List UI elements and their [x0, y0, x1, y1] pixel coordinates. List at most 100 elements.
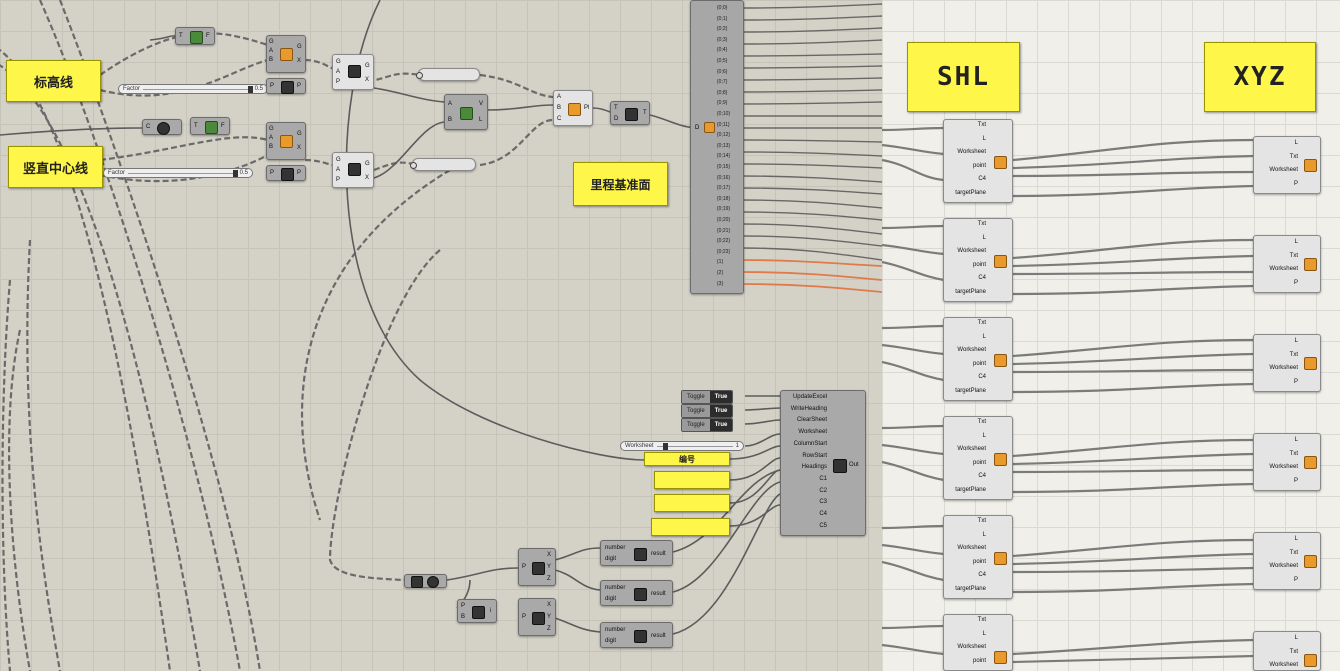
excel-icon — [833, 459, 847, 473]
toggle-update-excel[interactable]: Toggle True — [681, 390, 734, 404]
panel-elevation-line[interactable]: 标高线 — [6, 60, 101, 102]
xyz-input-port: Txt — [1289, 252, 1298, 259]
node-list-item[interactable] — [404, 574, 447, 588]
factor-slider-2[interactable]: Factor 0.5 — [103, 168, 253, 178]
node-eval-1[interactable]: P P — [266, 78, 306, 94]
toggle-label: Toggle — [682, 419, 710, 431]
xyz-input-port: Worksheet — [1269, 563, 1298, 569]
port-digit: digit — [605, 556, 617, 562]
port-x-out: X — [297, 58, 302, 64]
list-row: {0;20} — [717, 217, 731, 223]
node-sort[interactable]: P B i — [457, 599, 497, 623]
evaluate-dark-icon — [281, 81, 294, 94]
panel-shl-text: SHL — [937, 62, 990, 92]
node-geometry-1[interactable] — [416, 68, 480, 81]
port-z-out: Z — [547, 576, 551, 582]
slider-grip[interactable] — [248, 85, 254, 93]
toggle-clear-sheet[interactable]: Toggle True — [681, 418, 734, 432]
xyz-input-port: Txt — [1289, 648, 1298, 655]
shl-input-port: L — [982, 333, 986, 340]
panel-header-x[interactable] — [654, 471, 730, 489]
node-flip-plane[interactable]: T D T — [610, 101, 650, 125]
port-x-out: X — [547, 552, 552, 558]
slider-grip[interactable] — [233, 169, 239, 177]
shl-input-port: L — [982, 630, 986, 637]
node-geometry-2[interactable] — [410, 158, 476, 171]
panel-shl[interactable]: SHL — [907, 42, 1020, 112]
node-format-1[interactable]: number digit result — [600, 540, 673, 566]
port-b: B — [269, 144, 274, 150]
port-p: P — [336, 177, 341, 183]
data-list-node[interactable]: D {0;0}{0;1}{0;2}{0;3}{0;4}{0;5}{0;6}{0;… — [690, 0, 744, 294]
node-deconstruct-2[interactable]: P X Y Z — [518, 598, 556, 636]
shl-input-port: Txt — [977, 518, 986, 524]
node-deconstruct-1[interactable]: P X Y Z — [518, 548, 556, 586]
port-a: A — [269, 135, 274, 141]
toggle-value[interactable]: True — [709, 405, 733, 417]
port-p: P — [522, 614, 527, 620]
node-eval-2[interactable]: P P — [266, 165, 306, 181]
excel-input-port: Headings — [801, 464, 827, 471]
panel-header-z[interactable] — [651, 518, 730, 536]
xyz-input-port: Worksheet — [1269, 266, 1298, 272]
node-format-3[interactable]: number digit result — [600, 622, 673, 648]
xyz-input-port: P — [1293, 180, 1298, 187]
panel-xyz[interactable]: XYZ — [1204, 42, 1316, 112]
excel-input-port: Worksheet — [798, 429, 827, 436]
toggle-value[interactable]: True — [709, 419, 733, 431]
panel-header-y[interactable] — [654, 494, 730, 512]
factor-slider-1-label: Factor — [123, 86, 141, 92]
port-p: P — [522, 564, 527, 570]
node-plane-3pt[interactable]: A B C Pl — [553, 90, 593, 126]
excel-input-port: C3 — [819, 499, 827, 506]
worksheet-slider[interactable]: Worksheet 1 — [620, 441, 744, 451]
node-vector-2pt[interactable]: A B V L — [444, 94, 488, 130]
shl-input-port: Txt — [977, 320, 986, 326]
list-icon — [411, 576, 423, 588]
port-a: A — [269, 48, 274, 54]
slider-grip[interactable] — [662, 442, 668, 450]
panel-mileage-plane[interactable]: 里程基准面 — [573, 162, 668, 206]
port-p: P — [336, 79, 341, 85]
port-x-out: X — [547, 602, 552, 608]
shl-input-port: C4 — [978, 572, 986, 578]
node-divide-1[interactable]: G A B G X — [266, 35, 306, 73]
factor-slider-1[interactable]: Factor 0.5 — [118, 84, 268, 94]
port-l-out: L — [479, 117, 483, 123]
xyz-input-port: Worksheet — [1269, 167, 1298, 173]
list-row: {0;13} — [717, 142, 731, 149]
node-format-2[interactable]: number digit result — [600, 580, 673, 606]
toggle-write-heading[interactable]: Toggle True — [681, 404, 734, 418]
format-icon — [634, 630, 647, 643]
shl-input-port: Worksheet — [957, 545, 986, 551]
panel-vertical-centerline[interactable]: 竖直中心线 — [8, 146, 103, 188]
list-row: {0;1} — [717, 15, 728, 22]
node-plane-1[interactable]: G A P G X — [332, 54, 374, 90]
cluster-icon — [1304, 357, 1317, 370]
port-f: F — [221, 123, 225, 129]
xyz-input-port: Txt — [1289, 450, 1298, 457]
node-curve-eval-2[interactable]: C — [142, 119, 182, 135]
toggle-value[interactable]: True — [709, 391, 733, 403]
panel-number[interactable]: 编号 — [644, 452, 730, 466]
list-row: {0;22} — [717, 238, 731, 245]
node-divide-2[interactable]: G A B G X — [266, 122, 306, 160]
node-curve-param-2[interactable]: T F — [190, 117, 230, 135]
node-plane-2[interactable]: G A P G X — [332, 152, 374, 188]
node-curve-param-1[interactable]: T F — [175, 27, 215, 45]
solid-wires — [0, 0, 781, 635]
